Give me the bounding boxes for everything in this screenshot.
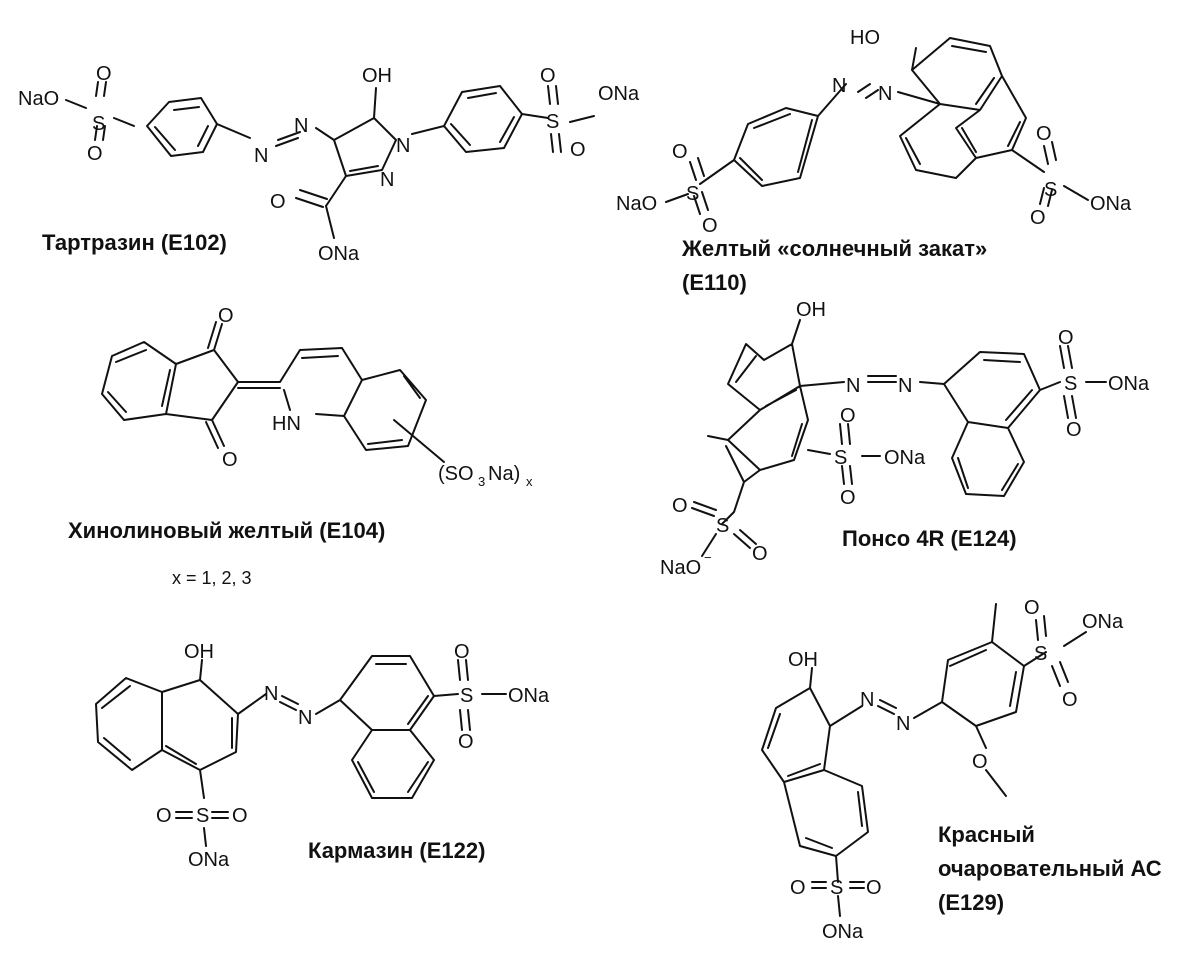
quinoline-yellow-caption: Хинолиновый желтый (E104) xyxy=(68,518,385,543)
carmoisine-azo-n1: N xyxy=(264,683,278,705)
allura-red-caption-line1: Красный xyxy=(938,822,1035,847)
carmoisine-o-right-bottom: O xyxy=(458,731,474,753)
sunset-yellow-o-left-bottom: O xyxy=(702,215,718,237)
sunset-yellow-ona-right: ONa xyxy=(1090,193,1132,215)
carmoisine-o-bottom-right: O xyxy=(232,805,248,827)
ponceau-4r-ona-mid: ONa xyxy=(884,447,926,469)
sunset-yellow-o-left-top: O xyxy=(672,141,688,163)
sunset-yellow-s-right: S xyxy=(1044,179,1057,201)
carmoisine-s-bottom: S xyxy=(196,805,209,827)
tartrazine-o-left-top: O xyxy=(96,63,112,85)
ponceau-4r-azo-n1: N xyxy=(846,375,860,397)
ponceau-4r-o-right-top: O xyxy=(1058,327,1074,349)
ponceau-4r-ona-right: ONa xyxy=(1108,373,1150,395)
tartrazine-s-left: S xyxy=(92,113,105,135)
sunset-yellow-o-right-bottom: O xyxy=(1030,207,1046,229)
sunset-yellow-structure: HO N N S O O NaO S O O ONa Желтый «солне… xyxy=(616,27,1132,295)
sunset-yellow-na-o-left: NaO xyxy=(616,193,657,215)
quinoline-yellow-x-note: x = 1, 2, 3 xyxy=(172,568,252,588)
tartrazine-caption: Тартразин (E102) xyxy=(42,230,227,255)
sunset-yellow-bonds xyxy=(665,37,1089,215)
allura-red-o-right-top: O xyxy=(1024,597,1040,619)
allura-red-caption-line3: (E129) xyxy=(938,890,1004,915)
sunset-yellow-s-left: S xyxy=(686,183,699,205)
allura-red-azo-n1: N xyxy=(860,689,874,711)
carmoisine-ona-bottom: ONa xyxy=(188,849,230,871)
sunset-yellow-o-right-top: O xyxy=(1036,123,1052,145)
quinoline-yellow-o-top: O xyxy=(218,305,234,327)
ponceau-4r-o-bottom-right: O xyxy=(752,543,768,565)
allura-red-o-right-bottom: O xyxy=(1062,689,1078,711)
ponceau-4r-caption: Понсо 4R (E124) xyxy=(842,526,1017,551)
tartrazine-structure: NaO S O O N N OH N N O ONa S O O ONa Тар… xyxy=(18,63,640,265)
ponceau-4r-azo-n2: N xyxy=(898,375,912,397)
tartrazine-azo-n2: N xyxy=(294,115,308,137)
quinoline-yellow-so3na-subx: x xyxy=(526,474,533,489)
allura-red-methoxy-o: O xyxy=(972,751,988,773)
allura-red-ona-right: ONa xyxy=(1082,611,1124,633)
allura-red-azo-n2: N xyxy=(896,713,910,735)
ponceau-4r-structure: OH N N S O O ONa S O O ONa S O O NaO − П… xyxy=(660,299,1150,579)
allura-red-s-right: S xyxy=(1034,643,1047,665)
carmoisine-oh: OH xyxy=(184,641,214,663)
tartrazine-ona-right: ONa xyxy=(598,83,640,105)
quinoline-yellow-so3na-open: (SO xyxy=(438,463,474,485)
ponceau-4r-o-mid-top: O xyxy=(840,405,856,427)
quinoline-yellow-hn: HN xyxy=(272,413,301,435)
ponceau-4r-minus-charge: − xyxy=(704,550,712,565)
carmoisine-azo-n2: N xyxy=(298,707,312,729)
carmoisine-bonds xyxy=(95,655,507,847)
tartrazine-o-right-bottom: O xyxy=(570,139,586,161)
ponceau-4r-s-right: S xyxy=(1064,373,1077,395)
carmoisine-o-right-top: O xyxy=(454,641,470,663)
sunset-yellow-caption-line1: Желтый «солнечный закат» xyxy=(681,236,987,261)
ponceau-4r-o-mid-bottom: O xyxy=(840,487,856,509)
tartrazine-na-o-left: NaO xyxy=(18,88,59,110)
sunset-yellow-azo-n2: N xyxy=(832,75,846,97)
tartrazine-azo-n1: N xyxy=(254,145,268,167)
allura-red-bonds xyxy=(761,603,1087,917)
ponceau-4r-s-bottom: S xyxy=(716,515,729,537)
quinoline-yellow-bonds xyxy=(101,321,445,463)
allura-red-o-bottom-right: O xyxy=(866,877,882,899)
tartrazine-o-right-top: O xyxy=(540,65,556,87)
tartrazine-bonds xyxy=(65,81,595,239)
carmoisine-caption: Кармазин (E122) xyxy=(308,838,485,863)
ponceau-4r-s-mid: S xyxy=(834,447,847,469)
ponceau-4r-o-bottom-left: O xyxy=(672,495,688,517)
tartrazine-carbonyl-o: O xyxy=(270,191,286,213)
quinoline-yellow-structure: O O HN (SO 3 Na) x Хинолиновый желтый (E… xyxy=(68,305,533,588)
ponceau-4r-na-o-minus: NaO xyxy=(660,557,701,579)
allura-red-o-bottom-left: O xyxy=(790,877,806,899)
tartrazine-oh: OH xyxy=(362,65,392,87)
ponceau-4r-oh: OH xyxy=(796,299,826,321)
carmoisine-o-bottom-left: O xyxy=(156,805,172,827)
ponceau-4r-o-right-bottom: O xyxy=(1066,419,1082,441)
quinoline-yellow-so3na-sub3: 3 xyxy=(478,474,485,489)
sunset-yellow-azo-n1: N xyxy=(878,83,892,105)
quinoline-yellow-so3na-mid: Na) xyxy=(488,463,520,485)
carmoisine-s-right: S xyxy=(460,685,473,707)
allura-red-caption-line2: очаровательный АС xyxy=(938,856,1162,881)
quinoline-yellow-o-bottom: O xyxy=(222,449,238,471)
sunset-yellow-caption-line2: (E110) xyxy=(682,270,747,295)
allura-red-structure: OH N N S O O ONa O S O O ONa Красный оча… xyxy=(761,597,1162,943)
tartrazine-ona-carboxyl: ONa xyxy=(318,243,360,265)
tartrazine-ring-n2: N xyxy=(380,169,394,191)
ponceau-4r-bonds xyxy=(691,319,1107,557)
carmoisine-structure: OH N N S O O ONa S O O ONa Кармазин (E12… xyxy=(95,641,550,871)
sunset-yellow-ho: HO xyxy=(850,27,880,49)
tartrazine-s-right: S xyxy=(546,111,559,133)
tartrazine-o-left-bottom: O xyxy=(87,143,103,165)
tartrazine-ring-n1: N xyxy=(396,135,410,157)
allura-red-s-bottom: S xyxy=(830,877,843,899)
allura-red-ona-bottom: ONa xyxy=(822,921,864,943)
carmoisine-ona-right: ONa xyxy=(508,685,550,707)
allura-red-oh: OH xyxy=(788,649,818,671)
